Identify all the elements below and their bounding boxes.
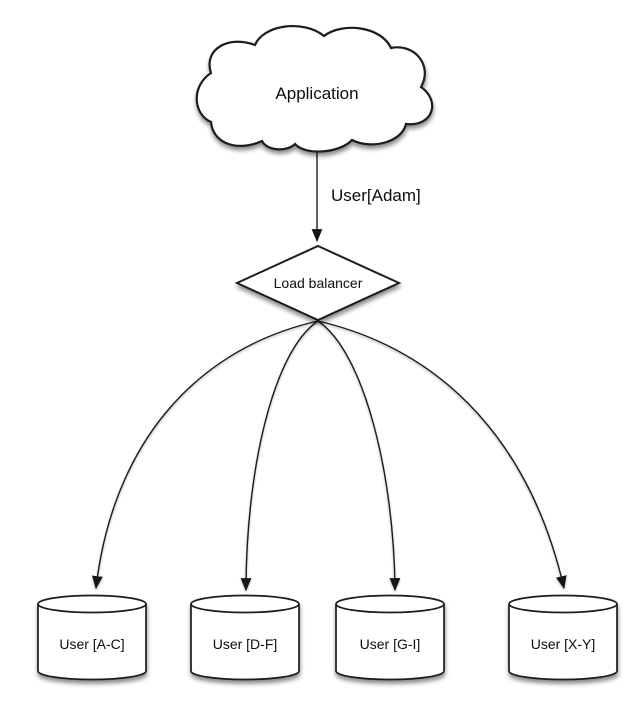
edge-app-to-loadbalancer: User[Adam] — [311, 152, 421, 243]
shard-df-label: User [D-F] — [213, 636, 278, 652]
edge-line-lb-to-shard-gi — [317, 320, 401, 592]
edge-label-user-adam: User[Adam] — [331, 186, 421, 205]
node-load-balancer: Load balancer — [234, 244, 402, 322]
cloud-icon — [195, 24, 434, 153]
shard-ac-label: User [A-C] — [59, 636, 124, 652]
node-shard-xy: User [X-Y] — [508, 594, 618, 681]
node-shard-gi: User [G-I] — [335, 594, 445, 681]
application-label: Application — [275, 84, 358, 103]
database-cylinder-icon — [190, 594, 300, 681]
diamond-icon — [234, 244, 402, 322]
node-shard-ac: User [A-C] — [37, 594, 147, 681]
shard-xy-label: User [X-Y] — [531, 636, 596, 652]
load-balancer-label: Load balancer — [274, 275, 363, 291]
edge-line-lb-to-shard-ac — [91, 320, 319, 590]
database-cylinder-icon — [508, 594, 618, 681]
shard-gi-label: User [G-I] — [360, 636, 421, 652]
database-cylinder-icon — [335, 594, 445, 681]
node-shard-df: User [D-F] — [190, 594, 300, 681]
edge-line-lb-to-shard-xy — [317, 320, 567, 590]
database-cylinder-icon — [37, 594, 147, 681]
edges-loadbalancer-to-shards — [91, 320, 567, 592]
edge-line-lb-to-shard-df — [240, 320, 319, 592]
node-application: Application — [195, 24, 434, 153]
